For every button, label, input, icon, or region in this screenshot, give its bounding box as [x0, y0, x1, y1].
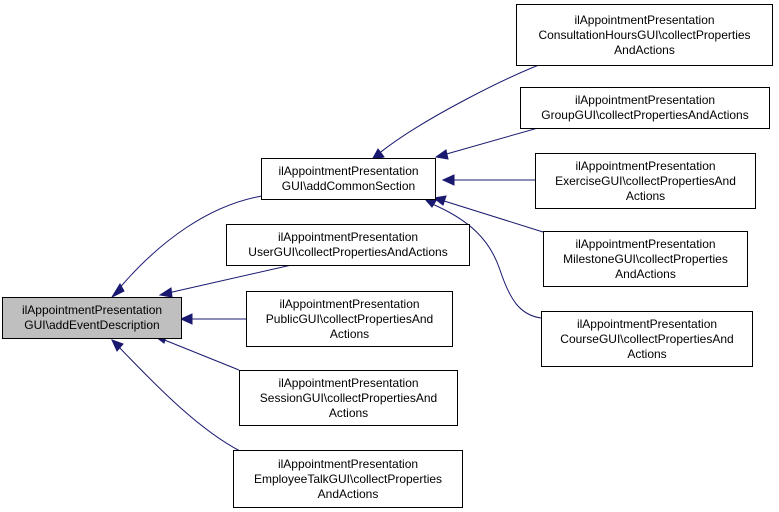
arrowhead-common-from-group	[434, 149, 449, 160]
node-label-line: ilAppointmentPresentation	[574, 12, 715, 27]
node-label-line: UserGUI\collectPropertiesAndActions	[248, 245, 448, 259]
edge-session-to-root	[161, 338, 240, 371]
node-label-line: ilAppointmentPresentation	[575, 158, 716, 173]
arrowhead-common-from-milestone	[432, 195, 447, 206]
arrowhead-root-from-employee	[111, 339, 124, 352]
node-label-line: ilAppointmentPresentation	[277, 456, 419, 471]
arrowhead-root-from-public	[179, 313, 193, 325]
node-add-common-section[interactable]: ilAppointmentPresentation GUI\addCommonS…	[261, 158, 436, 200]
node-label-line: PublicGUI\collectPropertiesAnd	[265, 311, 434, 326]
node-label-line: ilAppointmentPresentation	[574, 93, 716, 107]
arrowhead-common-from-exercise	[441, 174, 455, 186]
edge-user-to-root	[167, 263, 297, 294]
node-label-line: ilAppointmentPresentation	[277, 230, 419, 244]
edge-common-to-root	[116, 195, 263, 292]
node-label-line: CourseGUI\collectPropertiesAnd	[560, 331, 734, 346]
edge-course-to-common	[429, 202, 542, 319]
node-consultation-hours-gui-collect[interactable]: ilAppointmentPresentation ConsultationHo…	[516, 4, 773, 66]
node-add-event-description[interactable]: ilAppointmentPresentation GUI\addEventDe…	[2, 297, 182, 339]
arrowhead-root-from-common	[110, 283, 125, 299]
node-label-line: ilAppointmentPresentation	[278, 375, 419, 390]
node-label-line: Actions	[627, 346, 667, 361]
edge-group-to-common	[442, 125, 546, 156]
node-label-line: ilAppointmentPresentation	[279, 296, 420, 311]
node-label-line: Actions	[328, 405, 369, 420]
node-milestone-gui-collect[interactable]: ilAppointmentPresentation MilestoneGUI\c…	[543, 231, 748, 287]
node-session-gui-collect[interactable]: ilAppointmentPresentation SessionGUI\col…	[239, 370, 458, 426]
node-label-line: ilAppointmentPresentation	[575, 236, 716, 251]
node-label-line: GroupGUI\collectPropertiesAndActions	[541, 108, 749, 122]
node-label-line: GUI\addCommonSection	[281, 179, 416, 193]
node-exercise-gui-collect[interactable]: ilAppointmentPresentation ExerciseGUI\co…	[535, 153, 756, 209]
edge-consultation-to-common	[376, 59, 553, 156]
node-group-gui-collect[interactable]: ilAppointmentPresentation GroupGUI\colle…	[520, 87, 770, 129]
node-label-line: ExerciseGUI\collectPropertiesAnd	[555, 173, 736, 188]
node-label-line: ilAppointmentPresentation	[576, 316, 718, 331]
node-course-gui-collect[interactable]: ilAppointmentPresentation CourseGUI\coll…	[541, 311, 753, 367]
edge-employee-to-root	[116, 344, 241, 452]
node-label-line: Actions	[625, 188, 666, 203]
node-public-gui-collect[interactable]: ilAppointmentPresentation PublicGUI\coll…	[246, 291, 453, 347]
edge-milestone-to-common	[440, 199, 544, 233]
node-label-line: AndActions	[317, 486, 379, 501]
node-label-line: Actions	[329, 326, 370, 341]
node-label-line: ilAppointmentPresentation	[21, 303, 163, 317]
arrowhead-root-from-user	[158, 287, 173, 298]
node-label-line: AndActions	[615, 266, 676, 281]
node-user-gui-collect[interactable]: ilAppointmentPresentation UserGUI\collec…	[226, 224, 470, 266]
node-label-line: GUI\addEventDescription	[24, 318, 160, 332]
node-label-line: MilestoneGUI\collectProperties	[563, 251, 728, 266]
node-label-line: EmployeeTalkGUI\collectProperties	[253, 471, 443, 486]
node-label-line: SessionGUI\collectPropertiesAnd	[259, 390, 438, 405]
node-label-line: ConsultationHoursGUI\collectProperties	[538, 27, 751, 42]
node-employee-talk-gui-collect[interactable]: ilAppointmentPresentation EmployeeTalkGU…	[233, 450, 463, 508]
node-label-line: ilAppointmentPresentation	[278, 164, 419, 178]
node-label-line: AndActions	[614, 42, 675, 57]
